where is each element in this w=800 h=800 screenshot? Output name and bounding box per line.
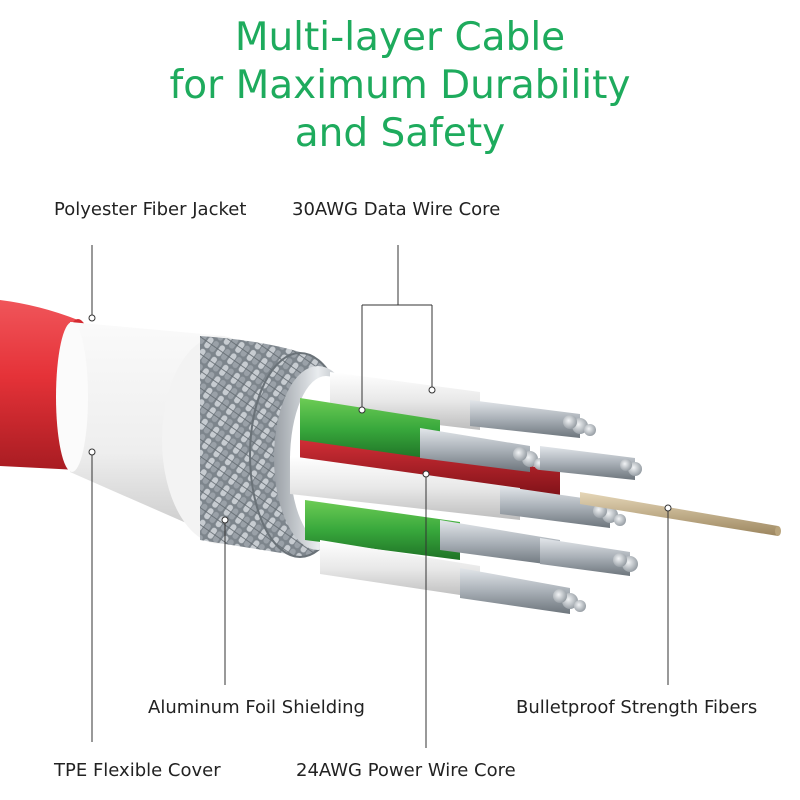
label-30awg-data-wire-core: 30AWG Data Wire Core <box>292 199 501 220</box>
leader-lines <box>91 245 669 748</box>
title-line-3: and Safety <box>294 111 506 156</box>
label-tpe-flexible-cover: TPE Flexible Cover <box>54 760 221 781</box>
copper-strand-bundles <box>420 400 642 614</box>
label-24awg-power-wire-core: 24AWG Power Wire Core <box>296 760 516 781</box>
inner-wires <box>290 372 560 598</box>
leader-dots <box>88 314 672 524</box>
title-line-1: Multi-layer Cable <box>234 15 566 60</box>
bulletproof-strength-fiber <box>580 492 781 536</box>
label-bulletproof-strength-fibers: Bulletproof Strength Fibers <box>516 697 758 718</box>
title-line-2: for Maximum Durability <box>169 63 631 108</box>
label-aluminum-foil-shielding: Aluminum Foil Shielding <box>148 697 365 718</box>
page-title: Multi-layer Cable for Maximum Durability… <box>0 14 800 158</box>
label-polyester-fiber-jacket: Polyester Fiber Jacket <box>54 199 247 220</box>
